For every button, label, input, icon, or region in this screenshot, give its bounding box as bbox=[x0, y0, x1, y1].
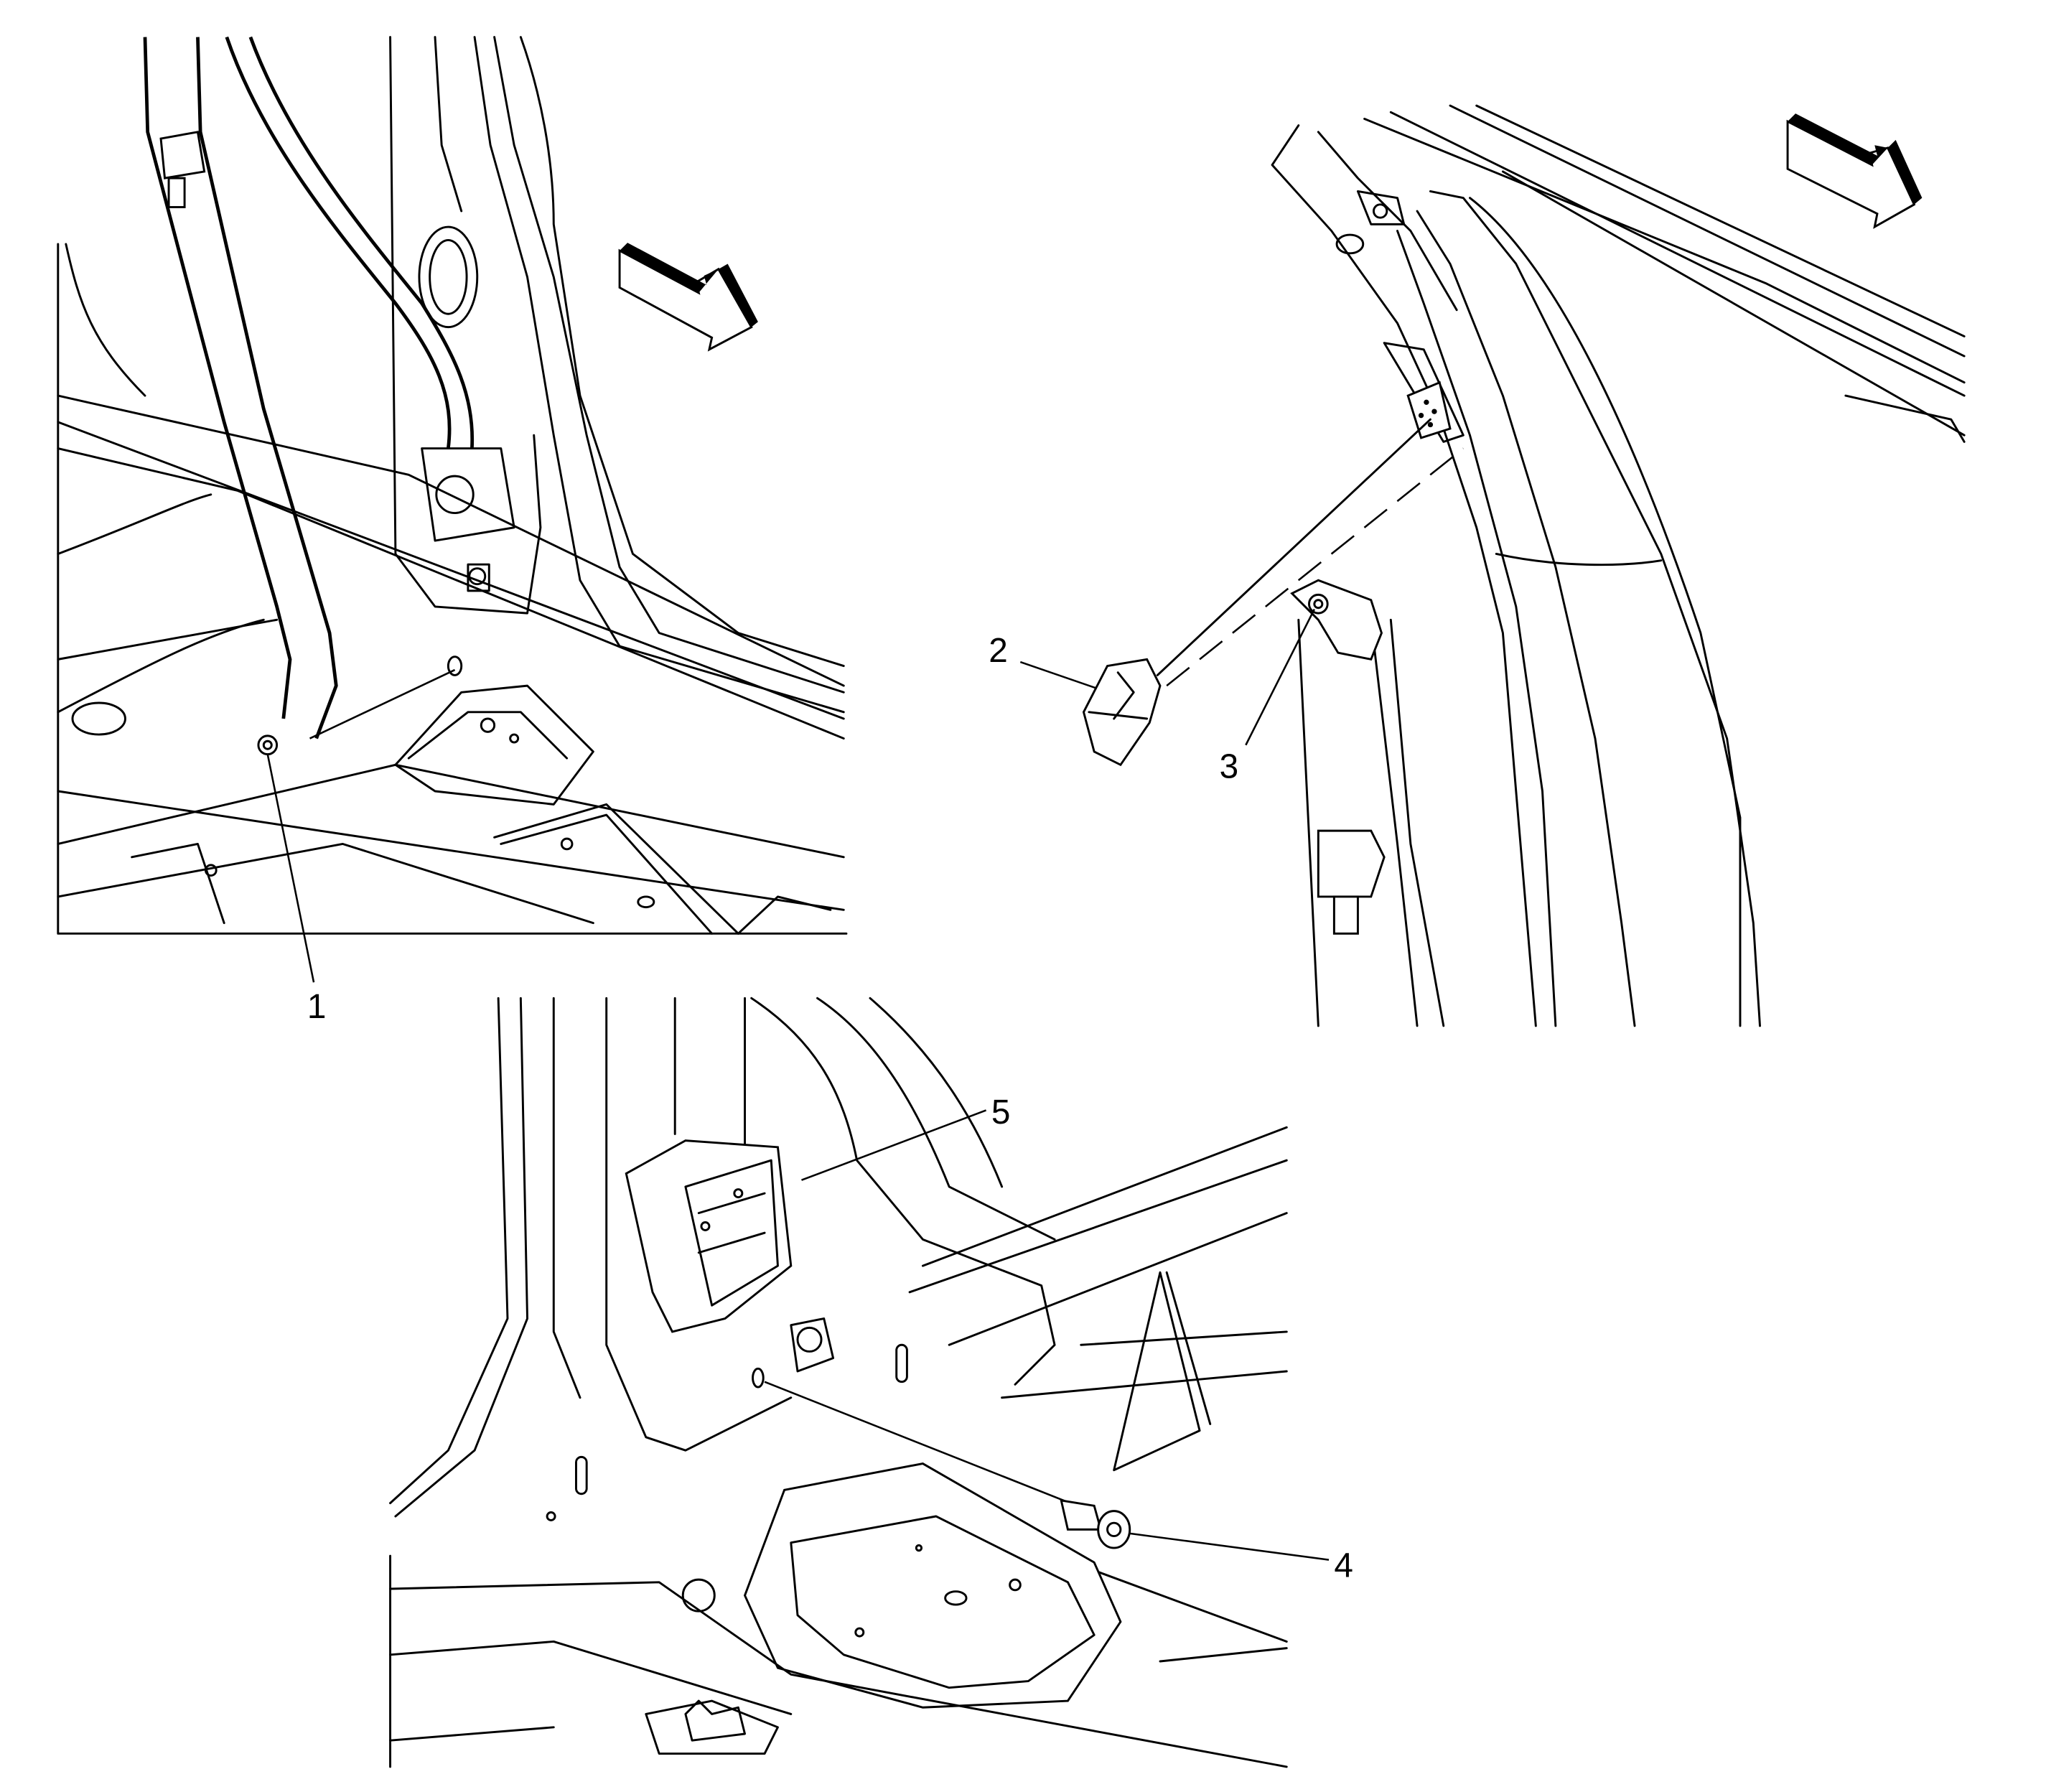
callout-4: 4 bbox=[1334, 1546, 1353, 1585]
panel-top-left bbox=[57, 36, 848, 983]
leader-line-2 bbox=[1019, 661, 1098, 689]
callout-5: 5 bbox=[991, 1093, 1011, 1131]
leader-line-4 bbox=[1129, 1532, 1330, 1561]
forward-direction-arrow-icon bbox=[1786, 113, 1923, 229]
leader-line-3 bbox=[1245, 609, 1315, 746]
callout-1: 1 bbox=[307, 988, 327, 1026]
forward-direction-arrow-icon bbox=[618, 243, 758, 352]
panel-top-right bbox=[1019, 104, 1966, 1027]
callout-3: 3 bbox=[1220, 748, 1239, 786]
leader-line-1 bbox=[266, 754, 315, 983]
callout-2: 2 bbox=[989, 632, 1008, 670]
panel-bottom bbox=[389, 997, 1330, 1768]
leader-line-5 bbox=[801, 1109, 987, 1181]
